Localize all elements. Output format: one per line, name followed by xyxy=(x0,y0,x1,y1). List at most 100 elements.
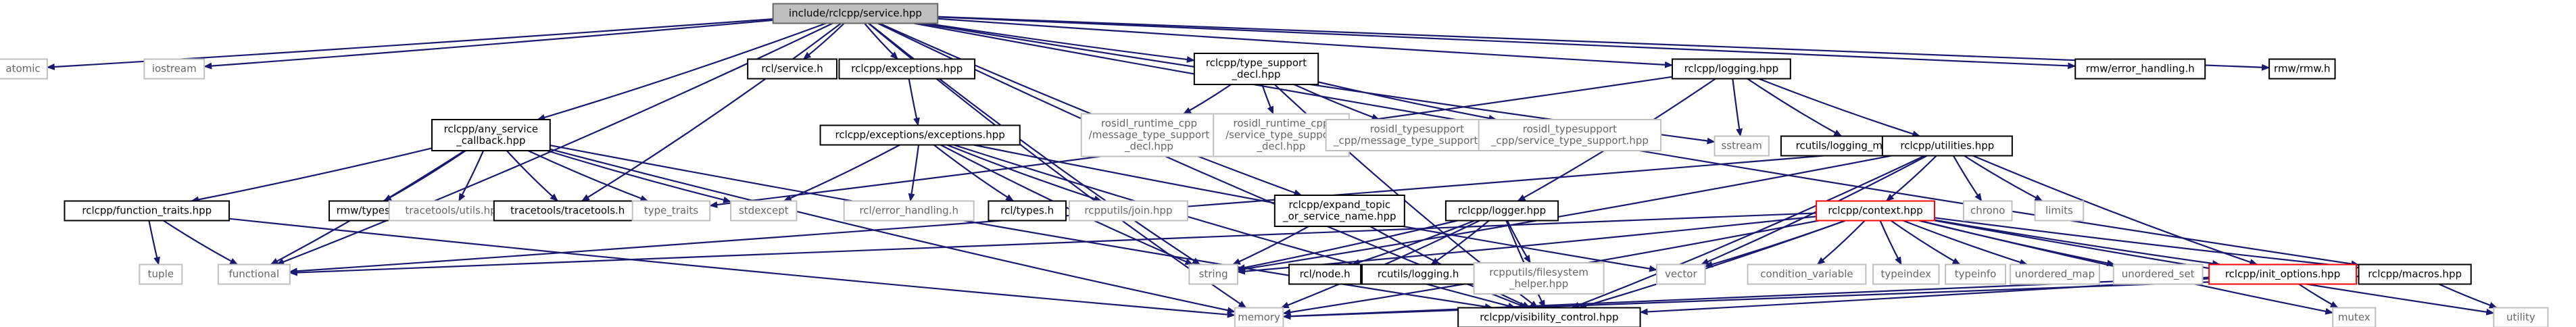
node-type_traits[interactable]: type_traits xyxy=(631,200,711,222)
node-box xyxy=(1193,53,1319,85)
node-expand_topic[interactable]: rclcpp/expand_topic_or_service_name.hpp xyxy=(1273,195,1405,227)
edge-context_hpp-to-unordered_map xyxy=(1903,220,2028,266)
node-label: mutex xyxy=(2338,311,2371,324)
node-rosidl_msg[interactable]: rosidl_runtime_cpp/message_type_support_… xyxy=(1080,113,1218,157)
node-box xyxy=(2010,263,2100,285)
node-label-line: /service_type_support xyxy=(1225,129,1337,142)
node-logger_hpp[interactable]: rclcpp/logger.hpp xyxy=(1444,200,1559,222)
node-rcpputils_join[interactable]: rcpputils/join.hpp xyxy=(1069,200,1188,222)
node-tracetools_h[interactable]: tracetools/tracetools.h xyxy=(493,200,642,222)
node-rcpputils_fs[interactable]: rcpputils/filesystem_helper.hpp xyxy=(1473,262,1605,295)
node-rcl_error[interactable]: rcl/error_handling.h xyxy=(843,200,975,222)
node-tuple[interactable]: tuple xyxy=(139,263,183,285)
node-macros_hpp[interactable]: rclcpp/macros.hpp xyxy=(2358,263,2472,285)
edge-exceptions_exc-to-stdexcept xyxy=(783,144,900,202)
node-utility[interactable]: utility xyxy=(2493,307,2549,327)
node-label: rclcpp/macros.hpp xyxy=(2368,268,2462,280)
node-label: unordered_map xyxy=(2015,268,2095,281)
node-label-line: rclcpp/exceptions/exceptions.hpp xyxy=(835,129,1005,141)
node-rmw_rmw[interactable]: rmw/rmw.h xyxy=(2268,58,2336,80)
node-box xyxy=(1747,263,1867,285)
node-exceptions_hpp[interactable]: rclcpp/exceptions.hpp xyxy=(838,58,976,80)
node-rosidl_ts_msg[interactable]: rosidl_typesupport_cpp/message_type_supp… xyxy=(1325,119,1509,151)
edge-init_options-to-mutex xyxy=(2298,283,2339,309)
node-limits[interactable]: limits xyxy=(2034,200,2085,222)
node-stdexcept[interactable]: stdexcept xyxy=(730,200,798,222)
node-context_hpp[interactable]: rclcpp/context.hpp xyxy=(1816,200,1935,222)
node-box xyxy=(2493,307,2549,327)
edge-function_traits-to-functional xyxy=(163,220,239,266)
node-typeindex[interactable]: typeindex xyxy=(1872,263,1940,285)
node-root[interactable]: include/rclcpp/service.hpp xyxy=(772,3,939,24)
node-typeinfo[interactable]: typeinfo xyxy=(1945,263,2006,285)
node-label-line: rclcpp/init_options.hpp xyxy=(2225,268,2340,281)
node-label-line: rcl/error_handling.h xyxy=(859,205,958,218)
node-vector[interactable]: vector xyxy=(1656,263,1706,285)
node-label-line: sstream xyxy=(1721,140,1761,152)
node-sstream[interactable]: sstream xyxy=(1714,135,1770,157)
edge-any_service-to-visibility xyxy=(550,144,1493,310)
node-rcl_types[interactable]: rcl/types.h xyxy=(988,200,1067,222)
node-label: rcl/node.h xyxy=(1300,268,1351,280)
node-label: rcl/types.h xyxy=(1000,205,1054,217)
node-box xyxy=(1962,200,2013,222)
node-visibility[interactable]: rclcpp/visibility_control.hpp xyxy=(1457,307,1641,327)
edge-any_service-to-memory xyxy=(550,148,1236,314)
node-label-line: rosidl_runtime_cpp xyxy=(1233,118,1329,130)
node-rcl_node[interactable]: rcl/node.h xyxy=(1288,263,1362,285)
node-function_traits[interactable]: rclcpp/function_traits.hpp xyxy=(64,200,230,222)
node-label-line: chrono xyxy=(1970,205,2005,217)
node-label-line: _decl.hpp xyxy=(1232,68,1281,81)
node-atomic[interactable]: atomic xyxy=(0,58,48,80)
node-mutex[interactable]: mutex xyxy=(2332,307,2377,327)
node-functional[interactable]: functional xyxy=(217,263,291,285)
node-unordered_map[interactable]: unordered_map xyxy=(2010,263,2100,285)
node-label: condition_variable xyxy=(1760,268,1853,281)
node-condition_variable[interactable]: condition_variable xyxy=(1747,263,1867,285)
edge-context_hpp-to-visibility xyxy=(1578,220,1846,309)
edge-root-to-expand_topic xyxy=(879,22,1303,197)
node-label-line: _decl.hpp xyxy=(1257,141,1306,153)
node-rmw_error[interactable]: rmw/error_handling.h xyxy=(2074,58,2206,80)
node-label-line: rclcpp/utilities.hpp xyxy=(1900,140,1994,152)
node-label: typeindex xyxy=(1881,268,1932,280)
node-rosidl_ts_srv[interactable]: rosidl_typesupport_cpp/service_type_supp… xyxy=(1478,119,1662,151)
node-box xyxy=(1444,200,1559,222)
node-label-line: rclcpp/function_traits.hpp xyxy=(82,205,212,218)
node-label-line: tuple xyxy=(148,268,174,280)
node-label: limits xyxy=(2045,205,2073,217)
node-unordered_set[interactable]: unordered_set xyxy=(2112,263,2204,285)
node-label: rosidl_typesupport_cpp/message_type_supp… xyxy=(1333,123,1501,147)
node-label-line: rosidl_typesupport xyxy=(1370,123,1464,136)
node-type_support[interactable]: rclcpp/type_support_decl.hpp xyxy=(1193,53,1319,85)
node-logging_hpp[interactable]: rclcpp/logging.hpp xyxy=(1672,58,1791,80)
node-label-line: unordered_set xyxy=(2122,268,2195,281)
node-exceptions_exc[interactable]: rclcpp/exceptions/exceptions.hpp xyxy=(819,124,1021,146)
node-label: rmw/rmw.h xyxy=(2274,63,2331,75)
node-label: rclcpp/context.hpp xyxy=(1828,205,1922,217)
node-memory[interactable]: memory xyxy=(1234,307,1284,327)
edge-root-to-logging_hpp xyxy=(938,18,1674,68)
edge-exceptions_exc-to-string xyxy=(940,144,1194,266)
node-iostream[interactable]: iostream xyxy=(143,58,205,80)
node-string[interactable]: string xyxy=(1188,263,1238,285)
node-label: chrono xyxy=(1970,205,2005,217)
node-label: atomic xyxy=(5,63,40,75)
node-box xyxy=(493,200,642,222)
node-utilities[interactable]: rclcpp/utilities.hpp xyxy=(1881,135,2013,157)
node-box xyxy=(0,58,48,80)
node-init_options[interactable]: rclcpp/init_options.hpp xyxy=(2208,263,2357,285)
node-label: unordered_set xyxy=(2122,268,2195,281)
node-label-line: vector xyxy=(1665,268,1697,280)
node-box xyxy=(631,200,711,222)
edge-logging_hpp-to-rcutils_logging_macros xyxy=(1747,78,1843,137)
node-any_service[interactable]: rclcpp/any_service_callback.hpp xyxy=(431,119,551,151)
node-box xyxy=(1361,263,1476,285)
node-label-line: /message_type_support xyxy=(1089,129,1210,142)
node-box xyxy=(730,200,798,222)
node-label-line: iostream xyxy=(152,63,197,75)
node-label: rclcpp/init_options.hpp xyxy=(2225,268,2340,281)
node-rcl_service[interactable]: rcl/service.h xyxy=(747,58,837,80)
node-rcutils_logging[interactable]: rcutils/logging.h xyxy=(1361,263,1476,285)
node-chrono[interactable]: chrono xyxy=(1962,200,2013,222)
